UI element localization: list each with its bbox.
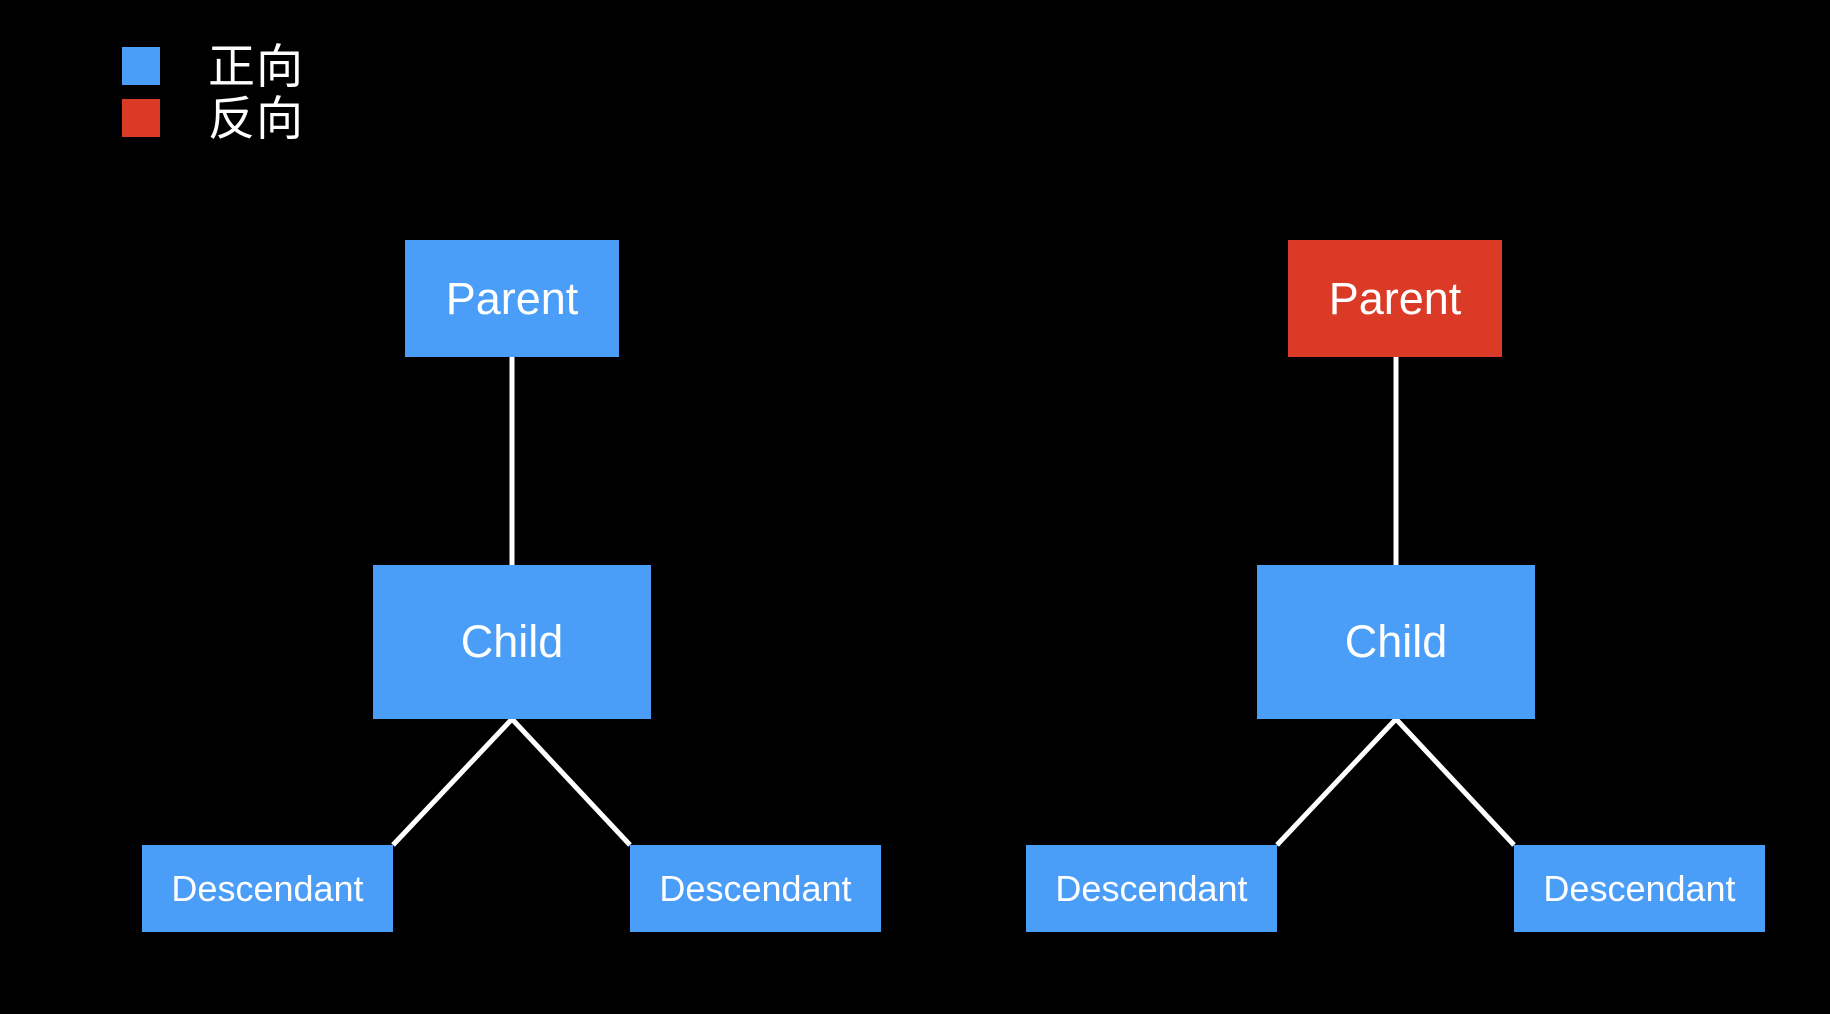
node-label: Child xyxy=(1344,616,1448,667)
edge-child-descendant-right-a xyxy=(1275,717,1398,847)
edge-child-descendant-left-a xyxy=(391,717,514,847)
forward-tree-parent-node[interactable]: Parent xyxy=(405,240,619,357)
forward-tree-descendant-left-node[interactable]: Descendant xyxy=(142,845,393,932)
legend-item-reverse: 反向 xyxy=(122,92,304,144)
reverse-tree-descendant-right-node[interactable]: Descendant xyxy=(1514,845,1765,932)
node-label: Descendant xyxy=(659,867,852,909)
legend-label-forward: 正向 xyxy=(208,39,304,93)
node-label: Child xyxy=(460,616,564,667)
reverse-tree-child-node[interactable]: Child xyxy=(1257,565,1535,719)
node-label: Descendant xyxy=(171,867,364,909)
node-label: Parent xyxy=(445,272,579,324)
edge-child-descendant-left-b xyxy=(510,717,632,847)
node-label: Descendant xyxy=(1055,867,1248,909)
reverse-tree-parent-node[interactable]: Parent xyxy=(1288,240,1502,357)
forward-swatch-icon xyxy=(122,47,160,85)
reverse-swatch-icon xyxy=(122,99,160,137)
node-label: Parent xyxy=(1328,272,1462,324)
node-label: Descendant xyxy=(1543,867,1736,909)
legend: 正向 反向 xyxy=(122,40,304,144)
edge-child-descendant-right-b xyxy=(1394,717,1516,847)
legend-item-forward: 正向 xyxy=(122,40,304,92)
legend-label-reverse: 反向 xyxy=(208,91,304,145)
forward-tree-child-node[interactable]: Child xyxy=(373,565,651,719)
forward-tree-descendant-right-node[interactable]: Descendant xyxy=(630,845,881,932)
reverse-tree-descendant-left-node[interactable]: Descendant xyxy=(1026,845,1277,932)
